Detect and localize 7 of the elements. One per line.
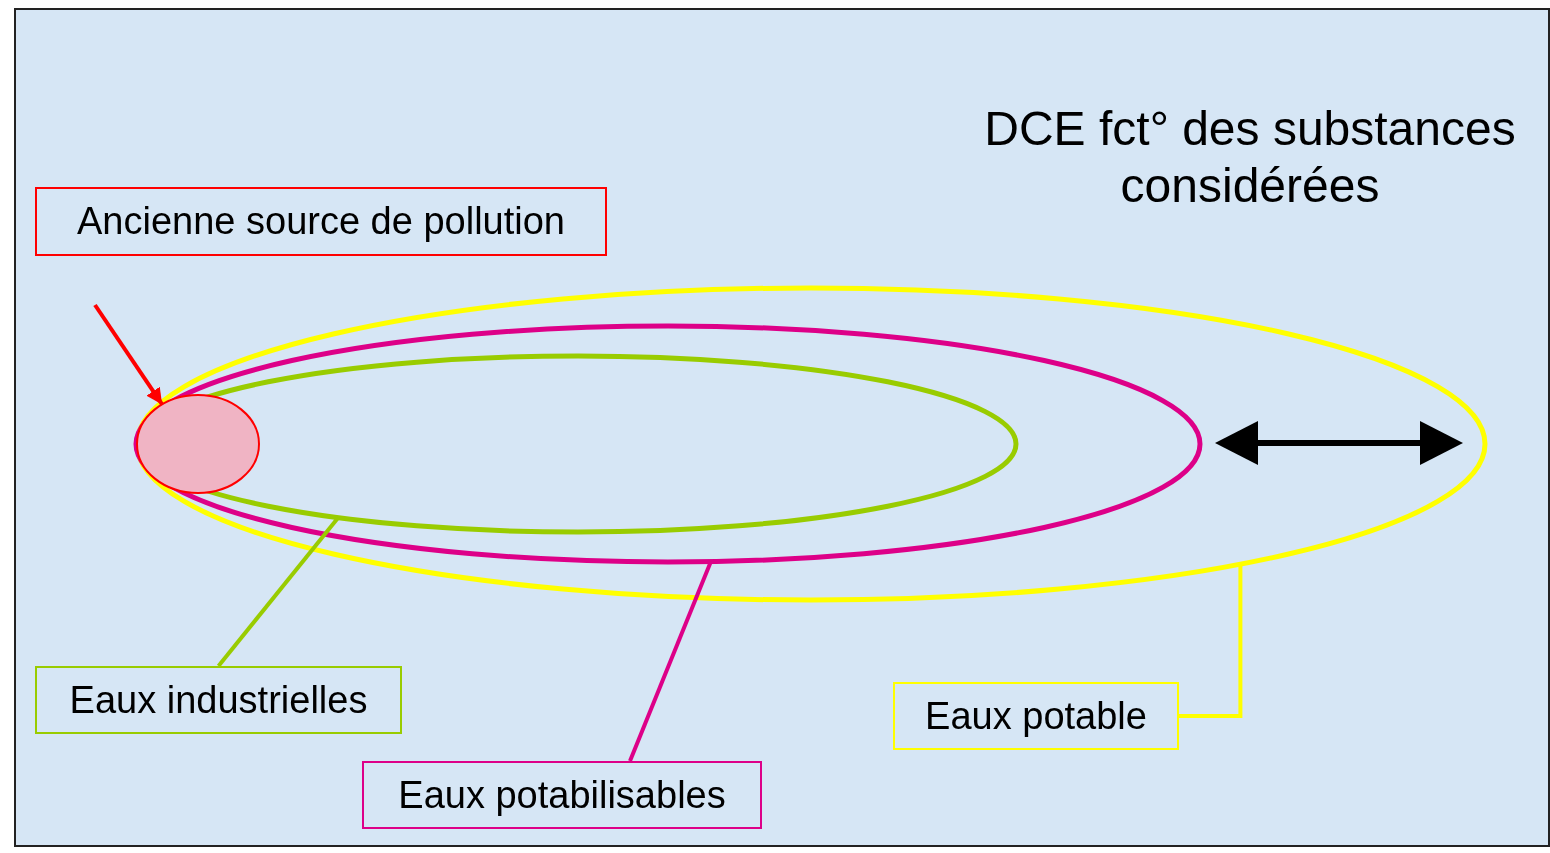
heading-text: DCE fct° des substances considérées	[983, 101, 1517, 214]
arrow	[93, 303, 164, 406]
callout-label: Eaux potabilisables	[362, 761, 762, 829]
callout-label: Ancienne source de pollution	[35, 187, 607, 256]
callout-label: Eaux industrielles	[35, 666, 402, 734]
callout-label: Eaux potable	[893, 682, 1179, 750]
leader-line	[1179, 564, 1243, 718]
